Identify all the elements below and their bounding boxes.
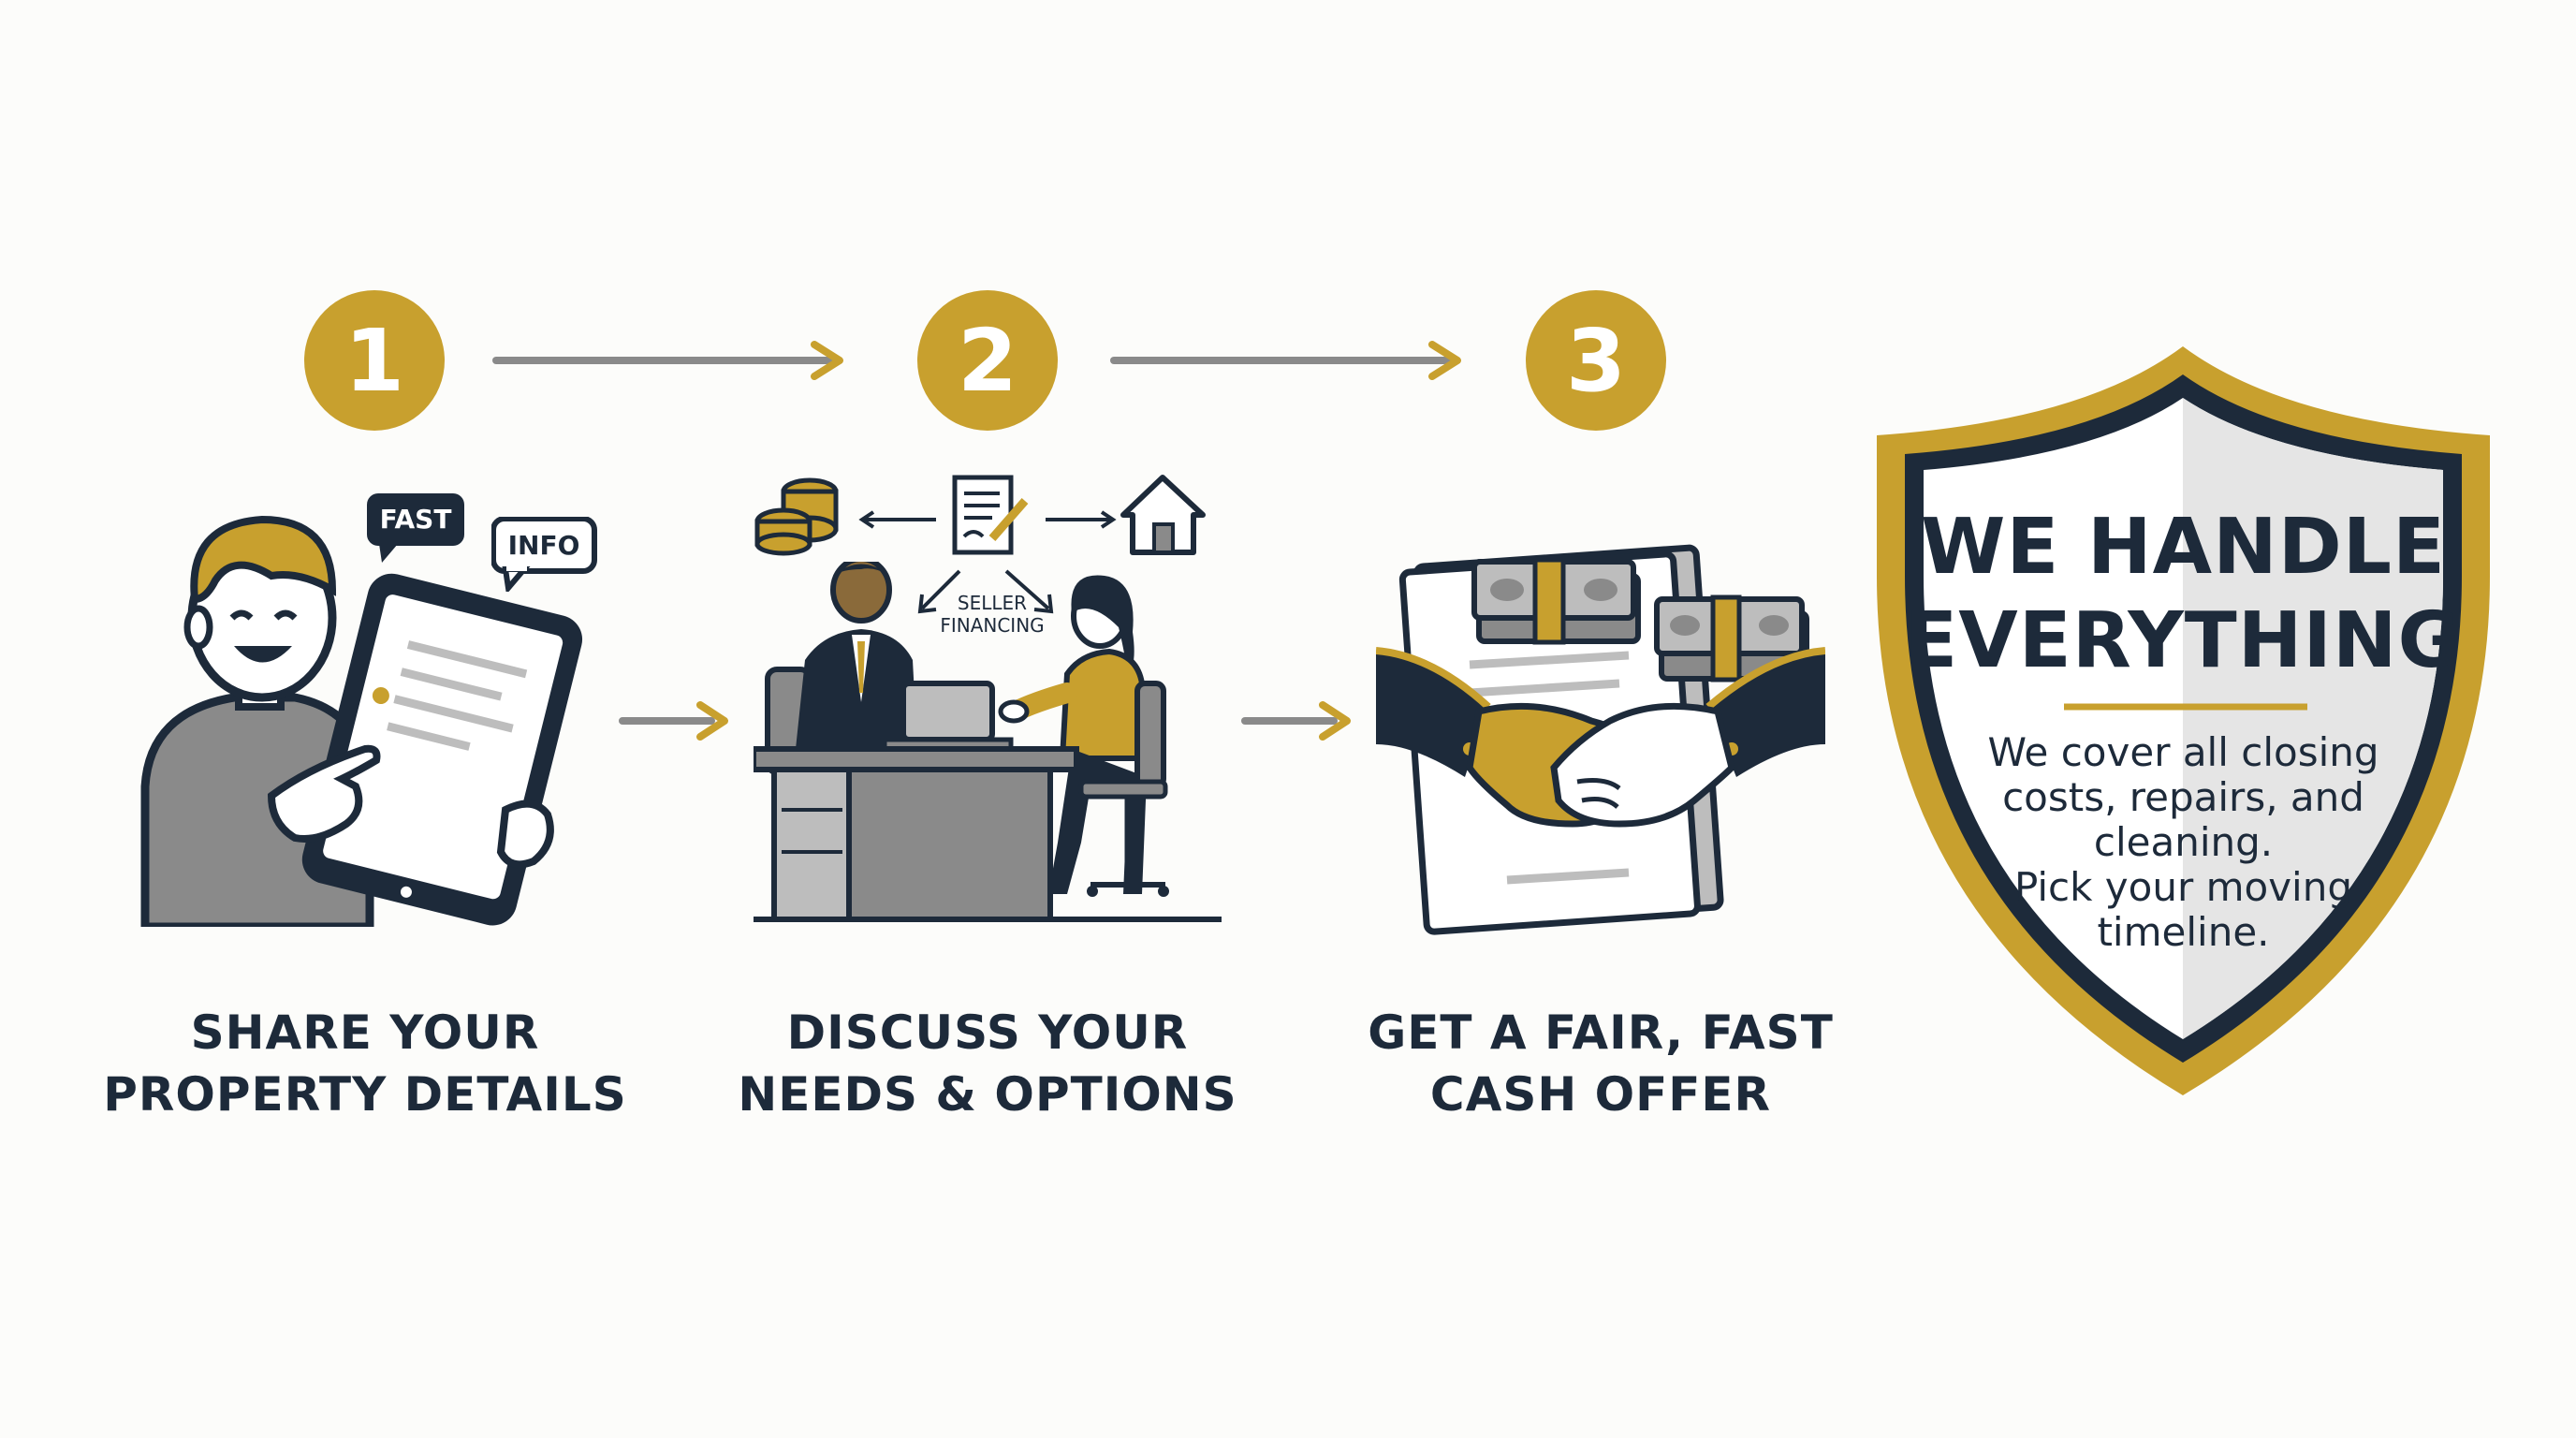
- speech-bubble-icon: [367, 493, 464, 563]
- step-number-2: 2: [917, 290, 1058, 431]
- financing-label: FINANCING: [940, 614, 1045, 637]
- step-3-caption: GET A FAIR, FAST CASH OFFER: [1310, 1002, 1891, 1125]
- shield-title: WE HANDLE EVERYTHING: [1900, 501, 2466, 688]
- house-icon: [1120, 475, 1206, 555]
- caption-line: NEEDS & OPTIONS: [738, 1067, 1237, 1122]
- shield-icon: [1877, 346, 2490, 1095]
- arrow-left-icon: [858, 510, 936, 529]
- speech-bubble-icon: [491, 517, 597, 592]
- caption-line: DISCUSS YOUR: [786, 1005, 1189, 1060]
- step-number-3: 3: [1526, 290, 1666, 431]
- handshake-icon: [1376, 544, 1825, 935]
- arrow-right-icon: [1046, 510, 1117, 529]
- caption-line: SHARE YOUR: [190, 1005, 540, 1060]
- shield-body-line: Pick your moving: [2013, 864, 2353, 910]
- bubble-info-label: INFO: [507, 530, 580, 561]
- arrow-right-icon: [1241, 701, 1351, 741]
- shield-body-line: cleaning.: [2093, 819, 2274, 865]
- step-2-caption: DISCUSS YOUR NEEDS & OPTIONS: [697, 1002, 1278, 1125]
- person-with-tablet-icon: [140, 515, 583, 927]
- seller-label: SELLER: [957, 592, 1028, 614]
- shield-body-line: We cover all closing: [1987, 729, 2379, 775]
- arrow-diagonal-icon: [917, 569, 1054, 614]
- arrow-right-icon: [1110, 341, 1461, 380]
- arrow-right-icon: [492, 341, 843, 380]
- shield-title-line: EVERYTHING: [1905, 596, 2462, 685]
- caption-line: GET A FAIR, FAST: [1368, 1005, 1834, 1060]
- arrow-right-icon: [619, 701, 728, 741]
- contract-icon: [952, 475, 1029, 555]
- shield-body-line: timeline.: [2097, 909, 2270, 955]
- meeting-desk-icon: [754, 562, 1222, 922]
- step-1-caption: SHARE YOUR PROPERTY DETAILS: [75, 1002, 655, 1125]
- cash-stack-icon: [1471, 557, 1641, 645]
- shield-body: We cover all closing costs, repairs, and…: [1900, 730, 2466, 955]
- shield-body-line: costs, repairs, and: [2002, 774, 2364, 820]
- bubble-fast-label: FAST: [379, 504, 452, 535]
- coins-icon: [754, 477, 839, 556]
- shield-title-line: WE HANDLE: [1920, 503, 2447, 592]
- seller-financing-label: SELLER FINANCING: [927, 592, 1058, 637]
- caption-line: CASH OFFER: [1429, 1067, 1772, 1122]
- caption-line: PROPERTY DETAILS: [103, 1067, 627, 1122]
- step-number-1: 1: [304, 290, 445, 431]
